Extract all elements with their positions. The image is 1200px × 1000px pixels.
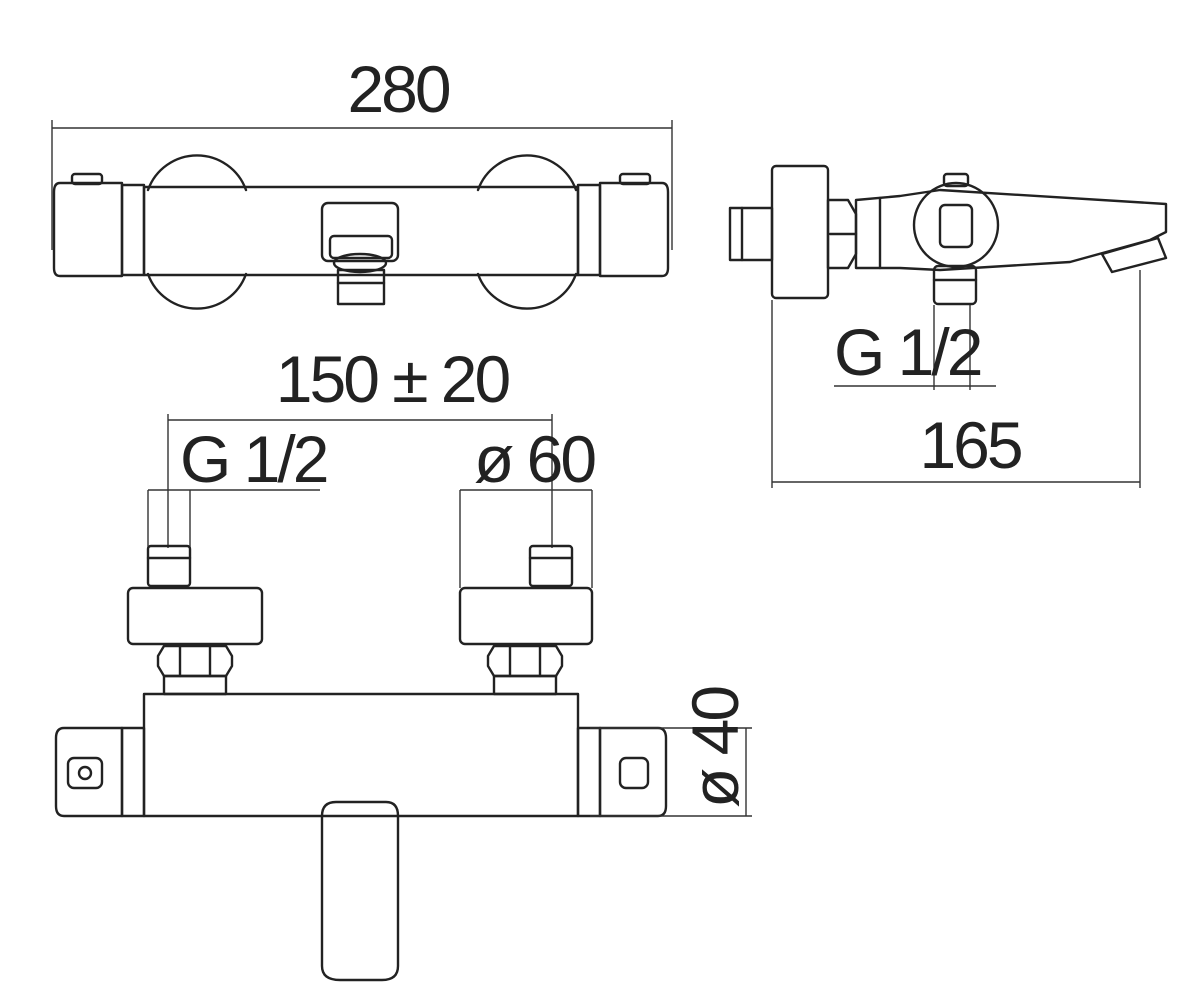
side-diverter-top — [942, 172, 970, 188]
left-handle-front — [54, 726, 124, 818]
left-flange-front — [126, 586, 264, 646]
side-view: G 1/2 165 — [728, 164, 1168, 488]
left-flange-bottom — [146, 272, 248, 310]
side-wall-connector — [728, 206, 774, 262]
left-connector — [162, 674, 228, 696]
front-view: 150 ± 20 G 1/2 ø 60 — [54, 342, 752, 982]
right-handle-tab — [618, 172, 652, 186]
left-flange-top — [146, 154, 248, 192]
right-inlet-pipe — [528, 544, 574, 588]
side-aerator — [1100, 236, 1168, 274]
right-flange-front — [458, 586, 594, 646]
left-inlet-pipe — [146, 544, 192, 588]
right-hex-nut — [486, 644, 564, 678]
side-outlet — [932, 264, 978, 306]
side-flange — [770, 164, 830, 300]
side-diverter-insert — [938, 203, 974, 249]
front-spout — [320, 800, 400, 982]
top-view: 280 — [51, 52, 673, 310]
right-connector — [492, 674, 558, 696]
front-thread-label: G 1/2 — [180, 422, 327, 496]
left-hex-nut — [156, 644, 234, 678]
body-diameter-label: ø 40 — [678, 687, 752, 808]
left-handle-top — [52, 181, 124, 278]
left-handle-front-collar — [120, 726, 146, 818]
outlet-ring — [332, 252, 388, 274]
diverter-knob — [320, 201, 400, 263]
left-handle-tab — [70, 172, 104, 186]
valve-body-front — [142, 692, 580, 818]
right-handle-front — [598, 726, 668, 818]
side-body-spout — [854, 188, 1168, 272]
diverter-cap — [328, 234, 394, 260]
right-handle-front-collar — [576, 726, 602, 818]
left-handle-dot — [77, 765, 93, 781]
side-thread-label: G 1/2 — [834, 315, 981, 389]
left-handle-button — [66, 756, 104, 790]
outlet-fitting — [336, 268, 386, 306]
right-handle-button — [618, 756, 650, 790]
right-flange-top — [476, 154, 578, 192]
width-label: 280 — [347, 52, 449, 126]
depth-label: 165 — [919, 408, 1020, 482]
right-handle-top — [598, 181, 670, 278]
right-flange-bottom — [476, 272, 578, 310]
left-handle-collar — [120, 183, 146, 277]
spacing-label: 150 ± 20 — [276, 342, 510, 416]
right-handle-collar — [576, 183, 602, 277]
side-diverter-knob — [912, 181, 1000, 269]
flange-diameter-label: ø 60 — [474, 422, 595, 496]
